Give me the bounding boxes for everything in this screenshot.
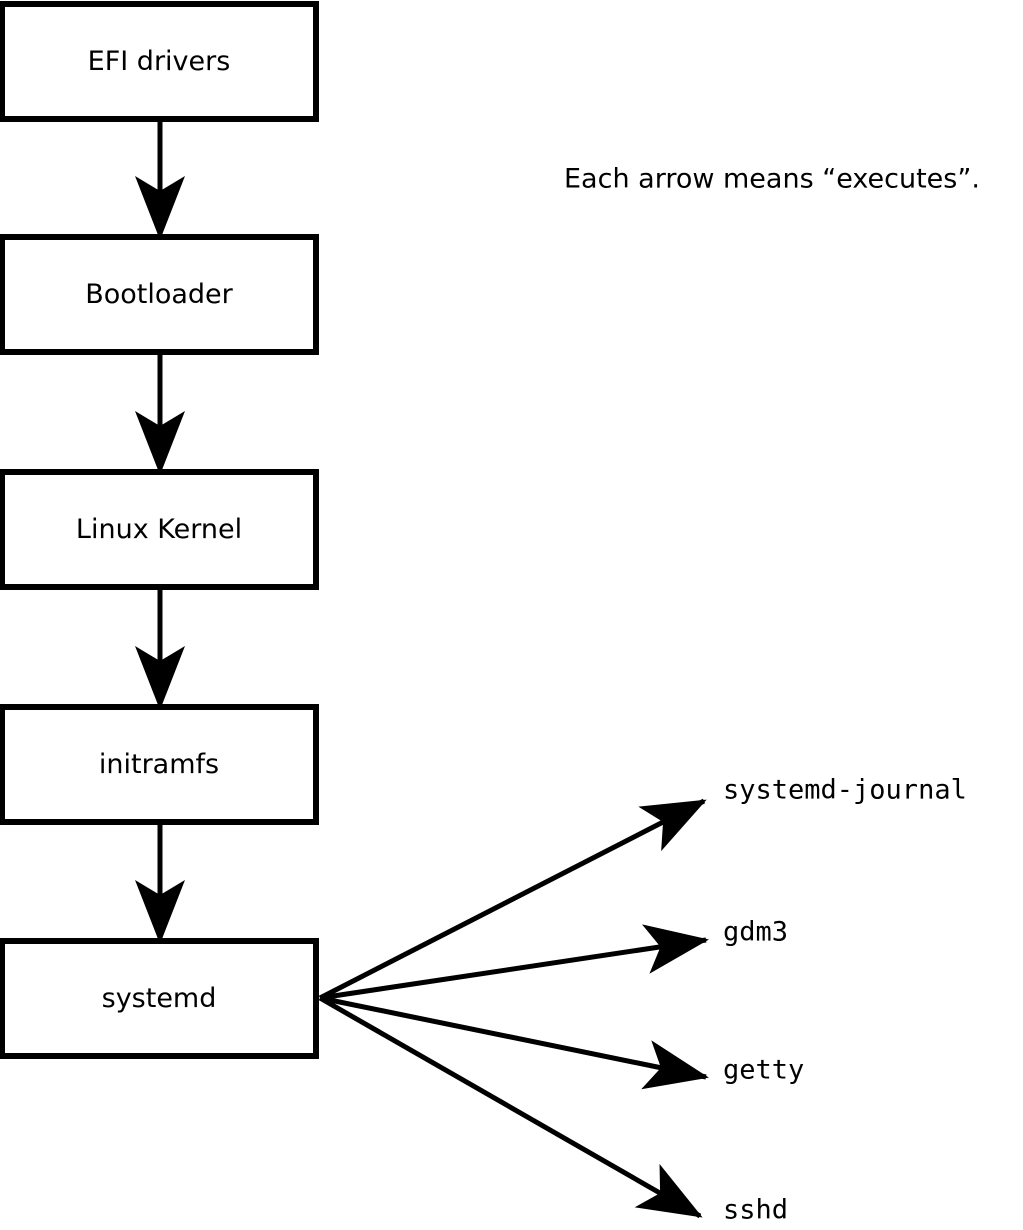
systemd-fanout-edges — [318, 798, 709, 1219]
service-label-gdm3: gdm3 — [723, 917, 788, 948]
service-label-systemd-journal: systemd-journal — [723, 775, 967, 806]
node-box-systemd[interactable]: systemd — [0, 938, 319, 1059]
node-box-initramfs[interactable]: initramfs — [0, 704, 319, 825]
node-label-initramfs: initramfs — [99, 749, 219, 780]
node-box-outline-systemd — [0, 938, 319, 1059]
node-box-outline-initramfs — [0, 704, 319, 825]
node-label-bootloader: Bootloader — [85, 279, 233, 310]
legend-caption: Each arrow means “executes”. — [564, 164, 980, 195]
node-label-efi-drivers: EFI drivers — [88, 46, 231, 77]
node-box-linux-kernel[interactable]: Linux Kernel — [0, 469, 319, 590]
edge-systemd-to-systemd-journal — [318, 798, 707, 1001]
edge-systemd-to-gdm3 — [319, 924, 709, 1001]
node-box-bootloader[interactable]: Bootloader — [0, 234, 319, 355]
node-box-outline-efi-drivers — [0, 1, 319, 122]
node-label-systemd: systemd — [102, 983, 217, 1014]
node-box-efi-drivers[interactable]: EFI drivers — [0, 1, 319, 122]
systemd-service-labels: systemd-journal gdm3 getty sshd — [723, 775, 967, 1226]
edge-systemd-to-getty — [319, 995, 709, 1090]
node-label-linux-kernel: Linux Kernel — [76, 514, 242, 545]
service-label-getty: getty — [723, 1055, 804, 1086]
edge-systemd-to-sshd — [318, 995, 703, 1219]
service-label-sshd: sshd — [723, 1195, 788, 1226]
node-box-outline-linux-kernel — [0, 469, 319, 590]
